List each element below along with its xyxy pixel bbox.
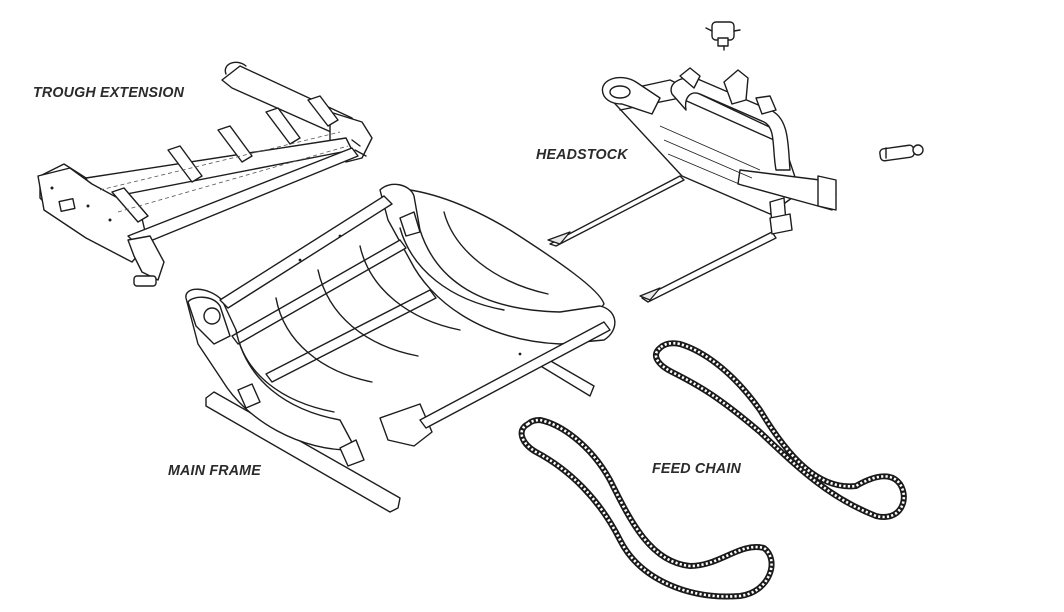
feed-chain-1 — [652, 340, 907, 520]
feed-chain-label: FEED CHAIN — [652, 460, 741, 477]
headstock-pin-side — [879, 144, 924, 162]
main-frame-part — [185, 183, 616, 513]
main-frame-label: MAIN FRAME — [168, 462, 261, 479]
headstock-label: HEADSTOCK — [536, 146, 628, 163]
headstock-part — [547, 21, 924, 303]
feed-chain-part — [518, 340, 907, 600]
trough-extension-part — [37, 61, 373, 287]
feed-chain-2 — [518, 417, 775, 600]
trough-extension-label: TROUGH EXTENSION — [33, 84, 185, 101]
headstock-pin-top — [705, 21, 741, 51]
